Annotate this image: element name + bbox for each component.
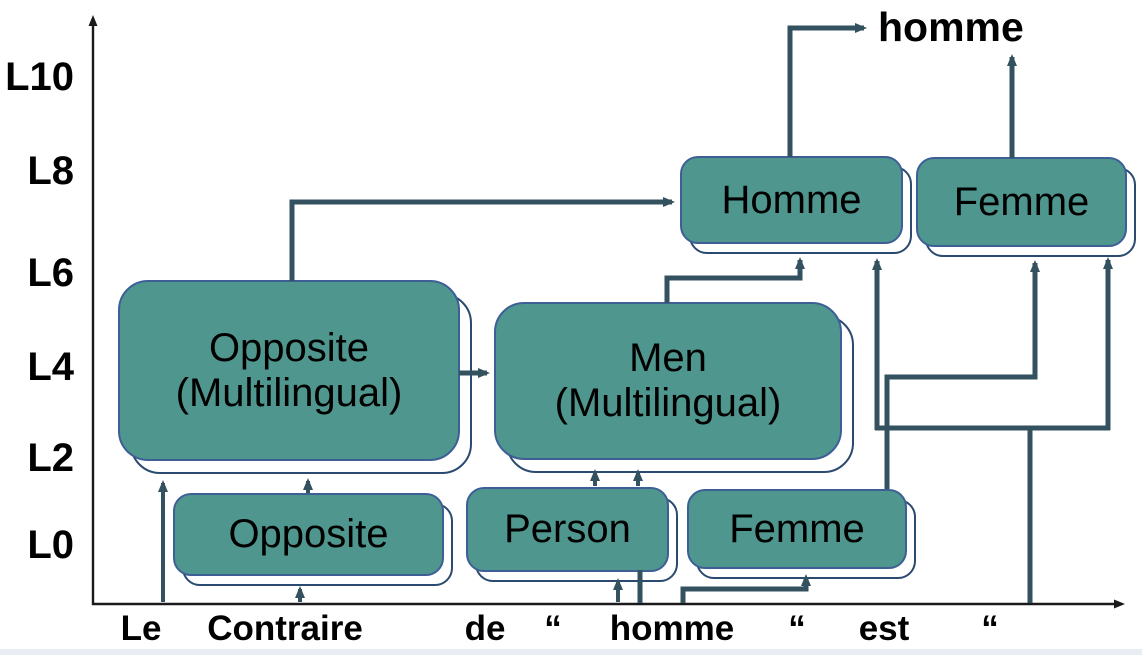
node-person: Person [466,487,669,572]
arrow-token-to-femme-l0 [680,574,811,603]
node-label: Person [504,507,631,552]
arrow-homme-l8-to-output [787,23,867,157]
y-axis-label-l8: L8 [27,149,74,193]
y-axis-label-l4: L4 [27,345,74,389]
x-token-le: Le [120,609,162,648]
node-label: Femme [729,506,865,551]
node-femme-l0: Femme [687,489,907,569]
x-token-est: est [858,609,910,648]
node-homme-l8: Homme [680,156,903,244]
arrow-opposite-multilingual-to-homme [289,197,675,281]
node-label: Opposite [228,512,389,557]
y-axis-label-l10: L10 [5,55,74,99]
x-token-homme: homme [609,609,735,648]
node-label: Femme [953,179,1090,224]
x-token-quote3: “ [981,609,999,648]
y-axis-label-l6: L6 [27,251,74,295]
node-opposite: Opposite [173,493,444,576]
arrow-femme-l0-to-femme-l8 [884,260,1040,489]
node-opposite-multilingual: Opposite (Multilingual) [118,280,460,461]
node-men-multilingual: Men (Multilingual) [494,302,842,460]
node-femme-l8: Femme [916,157,1127,247]
y-axis-label-l0: L0 [27,523,74,567]
y-axis-label-l2: L2 [27,436,74,480]
node-label: Homme [721,177,862,222]
x-token-quote1: “ [544,609,562,648]
x-token-contraire: Contraire [207,609,363,648]
bottom-edge [0,649,1142,655]
node-label: Men (Multilingual) [554,336,782,425]
x-token-quote2: “ [788,609,806,648]
arrow-men-multilingual-to-homme [664,257,805,303]
node-label: Opposite (Multilingual) [175,325,403,415]
output-token: homme [878,4,1024,50]
x-token-de: de [464,609,506,648]
